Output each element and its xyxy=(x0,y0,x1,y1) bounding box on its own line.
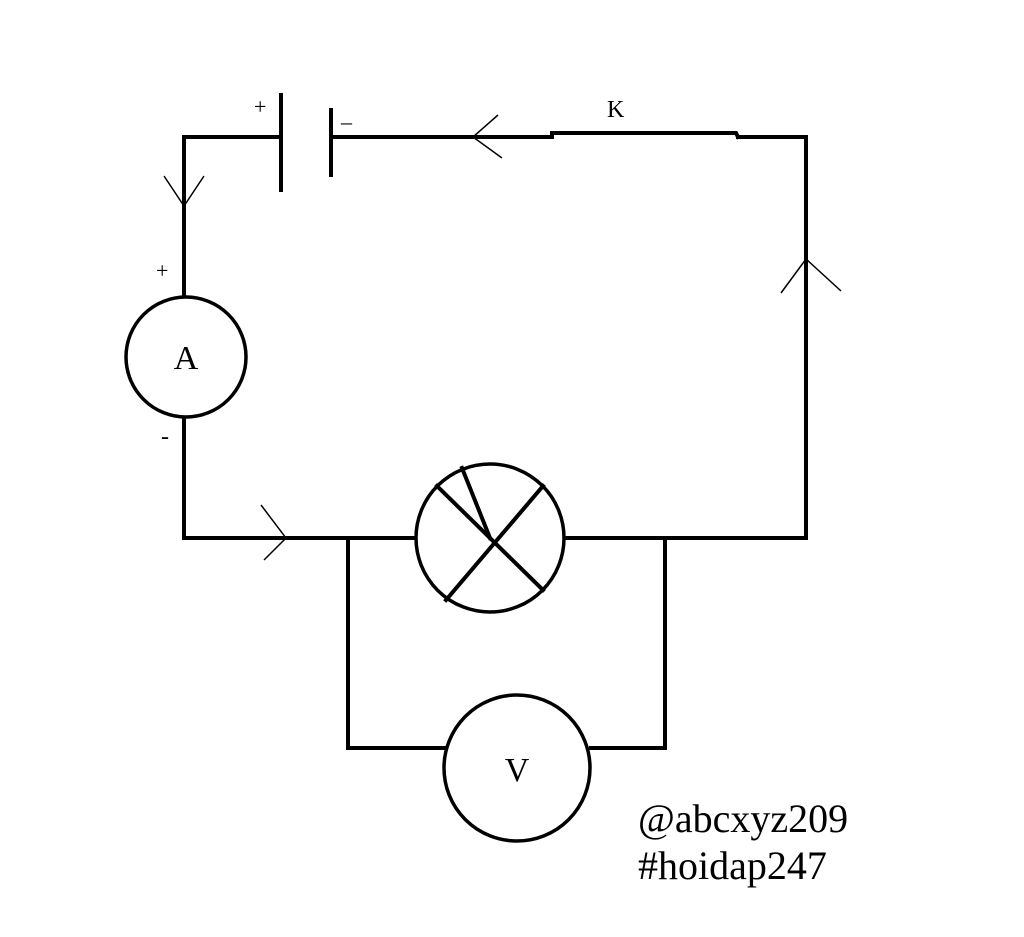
watermark: @abcxyz209 #hoidap247 xyxy=(638,796,848,888)
arrow-left-icon xyxy=(471,114,503,159)
voltmeter-circle xyxy=(442,693,592,843)
wire-bottom-left xyxy=(182,416,418,540)
ammeter-circle xyxy=(124,295,248,419)
wire-voltmeter-right xyxy=(589,536,667,750)
voltmeter: V xyxy=(442,693,592,843)
battery-plus-label: + xyxy=(254,94,266,119)
watermark-line-1: @abcxyz209 xyxy=(638,796,848,841)
ammeter: A + - xyxy=(124,258,248,450)
battery-minus-label: – xyxy=(340,109,353,134)
ammeter-plus-label: + xyxy=(156,258,168,283)
lamp-cross-2 xyxy=(443,483,546,603)
switch-blade xyxy=(550,131,741,140)
arrow-right-icon xyxy=(260,504,287,561)
circuit-wires xyxy=(182,135,808,750)
ammeter-minus-label: - xyxy=(161,424,169,450)
lamp xyxy=(414,462,566,614)
wire-top-right xyxy=(563,135,808,540)
lamp-cross-3 xyxy=(459,465,493,541)
battery: + – xyxy=(254,93,353,192)
watermark-line-2: #hoidap247 xyxy=(638,843,827,888)
ammeter-symbol: A xyxy=(174,340,199,377)
current-arrows xyxy=(163,114,842,561)
arrow-up-icon xyxy=(780,257,842,294)
switch-k: K xyxy=(550,97,741,140)
switch-label: K xyxy=(607,97,625,123)
voltmeter-symbol: V xyxy=(505,752,530,789)
arrow-down-icon xyxy=(163,175,205,208)
wire-top-left xyxy=(182,135,283,298)
wire-voltmeter-left xyxy=(346,536,448,750)
